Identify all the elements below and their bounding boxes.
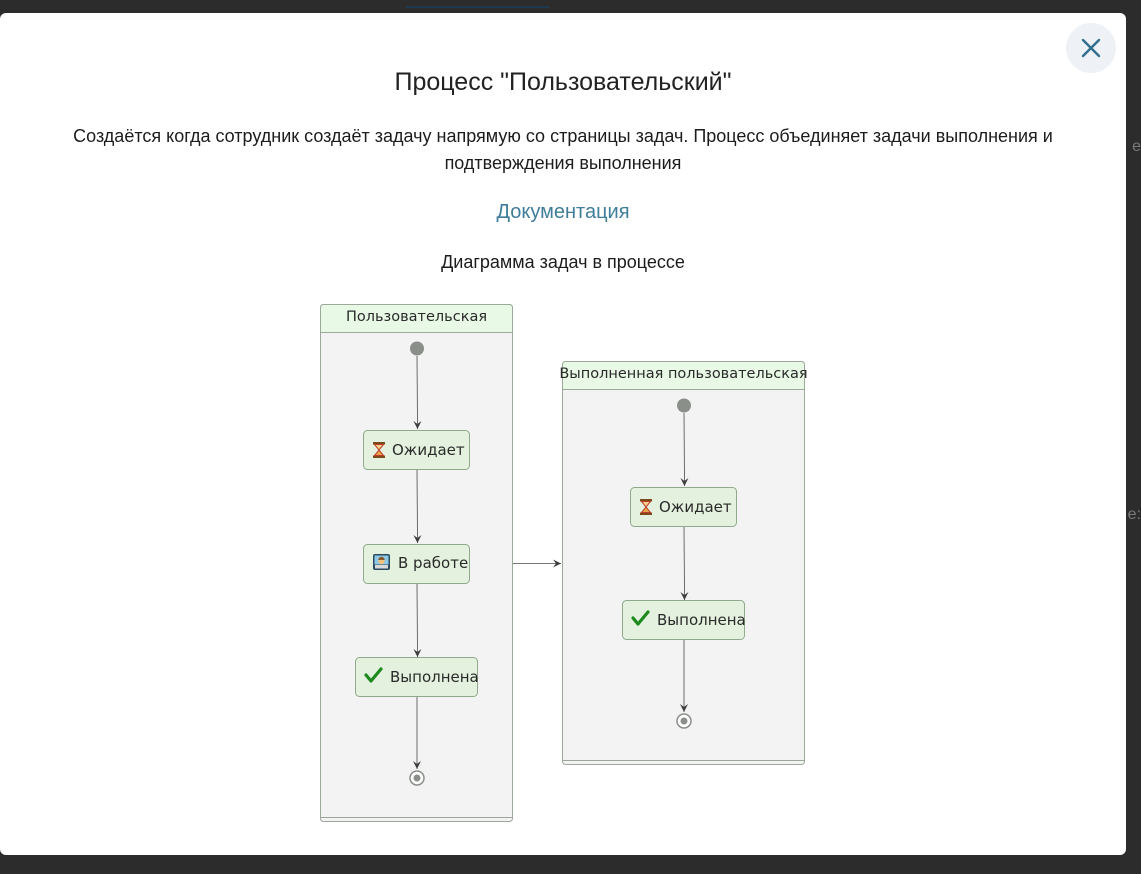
lane-title: Пользовательская [346,309,487,325]
state-label: Выполнена [390,668,479,686]
state-label: Ожидает [659,498,732,516]
close-icon [1081,38,1101,58]
process-modal: Процесс "Пользовательский" Создаётся ког… [0,13,1126,855]
swimlane-user: Пользовательская Ожидает [320,304,513,822]
swimlane-completed-user: Выполненная пользовательская Ожидает Вып… [559,361,808,765]
state-label: В работе [398,554,468,572]
background-edge-glyph: е [1132,138,1141,155]
close-button[interactable] [1066,23,1116,73]
background-tab-underline [406,6,549,8]
state-label: Ожидает [392,441,465,459]
final-node [409,770,425,786]
state-in-progress: В работе [363,544,470,584]
state-label: Выполнена [657,611,746,629]
initial-node [677,398,691,413]
checkmark-icon [631,610,650,626]
worker-icon [373,554,390,570]
state-done: Выполнена [622,600,746,640]
checkmark-icon [364,667,383,683]
modal-title: Процесс "Пользовательский" [394,68,732,96]
state-done: Выполнена [355,657,479,697]
initial-node [410,341,424,356]
final-node [676,713,692,729]
state-waiting: Ожидает [630,487,737,527]
hourglass-icon [373,442,385,458]
documentation-link[interactable]: Документация [496,201,630,223]
lane-title: Выполненная пользовательская [559,366,807,382]
process-description: Создаётся когда сотрудник создаёт задачу… [73,126,1053,173]
state-waiting: Ожидает [363,430,470,470]
hourglass-icon [640,499,652,515]
background-edge-glyph: е: [1127,506,1141,523]
diagram-caption: Диаграмма задач в процессе [441,252,685,272]
